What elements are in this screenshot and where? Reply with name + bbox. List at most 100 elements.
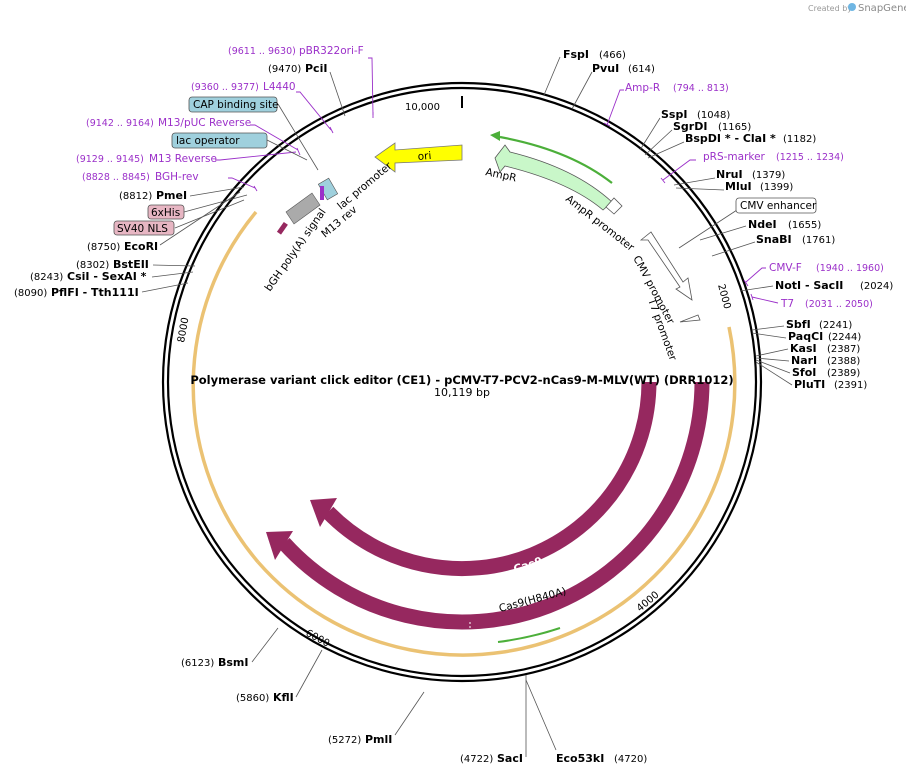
boxed-leaders xyxy=(174,103,319,229)
bgh-red-marker xyxy=(276,221,288,235)
enzyme-fspi: FspI xyxy=(563,48,589,61)
enzyme-bsmi: BsmI xyxy=(218,656,249,669)
enzyme-sgrdi-pos: (1165) xyxy=(718,122,751,133)
enzyme-sbfi: SbfI xyxy=(786,318,811,331)
orf-arc-left xyxy=(191,210,260,564)
m13-rev-marker xyxy=(320,186,324,200)
cmv-enhancer-label: CMV enhancer xyxy=(740,200,817,212)
tick-6000: 6000 xyxy=(304,628,332,650)
enzyme-sgrdi: SgrDI xyxy=(673,120,707,133)
enzyme-sfoi: SfoI xyxy=(792,366,816,379)
enzyme-bspdi-clai: BspDI * - ClaI * xyxy=(685,132,776,145)
ori-label: ori xyxy=(417,150,432,163)
enzyme-pflfi-tth111i: PflFI - Tth111I xyxy=(51,286,139,299)
primer-l4440-range: (9360 .. 9377) xyxy=(191,82,259,93)
enzyme-eco53ki-pos: (4720) xyxy=(614,754,647,765)
enzyme-pmei-pos: (8812) xyxy=(119,191,152,202)
primer-t7: T7 xyxy=(780,298,794,310)
enzyme-pvui: PvuI xyxy=(592,62,619,75)
primer-m13-puc-reverse: M13/pUC Reverse xyxy=(158,117,251,129)
primer-m13-puc-reverse-range: (9142 .. 9164) xyxy=(86,118,154,129)
enzyme-ecori-pos: (8750) xyxy=(87,242,120,253)
enzyme-ecori: EcoRI xyxy=(124,240,158,253)
primer-bgh-rev-range: (8828 .. 8845) xyxy=(82,172,150,183)
plasmid-length: 10,119 bp xyxy=(434,386,490,399)
enzyme-nrui: NruI xyxy=(716,168,743,181)
enzyme-saci-pos: (4722) xyxy=(460,754,493,765)
enzyme-bsteii: BstEII xyxy=(113,258,149,271)
orf-arc-right xyxy=(256,326,737,657)
enzyme-snabi: SnaBI xyxy=(756,233,792,246)
enzyme-saci: SacI xyxy=(497,752,523,765)
enzyme-paqci: PaqCI xyxy=(788,330,823,343)
cas9-h840a-arc xyxy=(278,381,710,630)
tick-2000: 2000 xyxy=(715,283,732,310)
enzyme-kasi: KasI xyxy=(790,342,817,355)
enzyme-noti-sacii-pos: (2024) xyxy=(860,281,893,292)
enzyme-pcii: PciI xyxy=(305,62,327,75)
lac-promoter-label: lac promoter xyxy=(335,159,395,212)
primer-pbr322ori-f: pBR322ori-F xyxy=(299,45,364,57)
enzyme-ndei-pos: (1655) xyxy=(788,220,821,231)
enzyme-csii-sexai-pos: (8243) xyxy=(30,272,63,283)
ampr-label: AmpR xyxy=(484,166,517,184)
enzyme-pcii-pos: (9470) xyxy=(268,64,301,75)
enzyme-ndei: NdeI xyxy=(748,218,777,231)
plasmid-title: Polymerase variant click editor (CE1) - … xyxy=(190,373,733,387)
enzyme-pvui-pos: (614) xyxy=(628,64,655,75)
enzyme-mlui-pos: (1399) xyxy=(760,182,793,193)
ampr-green-arrowhead xyxy=(490,131,500,141)
cas9-h840a-arrowhead xyxy=(266,531,293,560)
enzyme-nari: NarI xyxy=(791,354,817,367)
enzyme-nari-pos: (2388) xyxy=(827,356,860,367)
snapgene-logo-icon xyxy=(848,3,856,11)
primer-leaders xyxy=(215,57,779,304)
lac-operator-label: lac operator xyxy=(176,135,240,147)
cmv-promoter-arrow xyxy=(639,231,693,301)
primer-prs-marker: pRS-marker xyxy=(703,151,766,163)
cas9-arc xyxy=(322,381,657,577)
enzyme-paqci-pos: (2244) xyxy=(828,332,861,343)
primer-bgh-rev: BGH-rev xyxy=(155,171,199,183)
lac-operator-box xyxy=(171,132,268,149)
enzyme-mlui: MluI xyxy=(725,180,752,193)
primer-cmv-f-range: (1940 .. 1960) xyxy=(816,263,884,274)
sv40-nls-label: SV40 NLS xyxy=(117,223,168,235)
backbone-outer xyxy=(161,81,763,683)
his-tag-label: 6xHis xyxy=(151,207,180,219)
tick-8000: 8000 xyxy=(176,317,191,344)
bgh-block xyxy=(285,192,321,225)
enzyme-noti-sacii: NotI - SacII xyxy=(775,279,843,292)
cap-binding-site-box xyxy=(188,96,278,113)
enzyme-pflfi-tth111i-pos: (8090) xyxy=(14,288,47,299)
primer-amp-r: Amp-R xyxy=(625,82,660,94)
enzyme-pluti: PluTI xyxy=(794,378,825,391)
credit-brand: SnapGene xyxy=(858,3,906,14)
enzyme-bsmi-pos: (6123) xyxy=(181,658,214,669)
enzyme-eco53ki: Eco53kI xyxy=(556,752,604,765)
primer-m13-reverse-range: (9129 .. 9145) xyxy=(76,154,144,165)
enzyme-sspi: SspI xyxy=(661,108,687,121)
enzyme-pluti-pos: (2391) xyxy=(834,380,867,391)
enzyme-sfoi-pos: (2389) xyxy=(827,368,860,379)
sv40-nls-box xyxy=(113,220,175,236)
ampr-promoter-arrow xyxy=(605,197,623,215)
cas9-arrowhead xyxy=(310,498,337,527)
cmv-enhancer-box xyxy=(735,197,817,214)
enzyme-sspi-pos: (1048) xyxy=(697,110,730,121)
t7-promoter-arrow xyxy=(679,314,701,323)
primer-amp-r-range: (794 .. 813) xyxy=(673,83,729,94)
primer-t7-range: (2031 .. 2050) xyxy=(805,299,873,310)
enzyme-csii-sexai: CsiI - SexAI * xyxy=(67,270,147,283)
enzyme-snabi-pos: (1761) xyxy=(802,235,835,246)
tick-10000: 10,000 xyxy=(405,102,440,113)
enzyme-pmei: PmeI xyxy=(156,189,187,202)
enzyme-kfli: KflI xyxy=(273,691,294,704)
enzyme-bsteii-pos: (8302) xyxy=(76,260,109,271)
enzyme-kasi-pos: (2387) xyxy=(827,344,860,355)
cap-binding-site-label: CAP binding site xyxy=(193,99,279,111)
bottom-green-arrow xyxy=(497,627,561,643)
enzyme-fspi-pos: (466) xyxy=(599,50,626,61)
enzyme-kfli-pos: (5860) xyxy=(236,693,269,704)
